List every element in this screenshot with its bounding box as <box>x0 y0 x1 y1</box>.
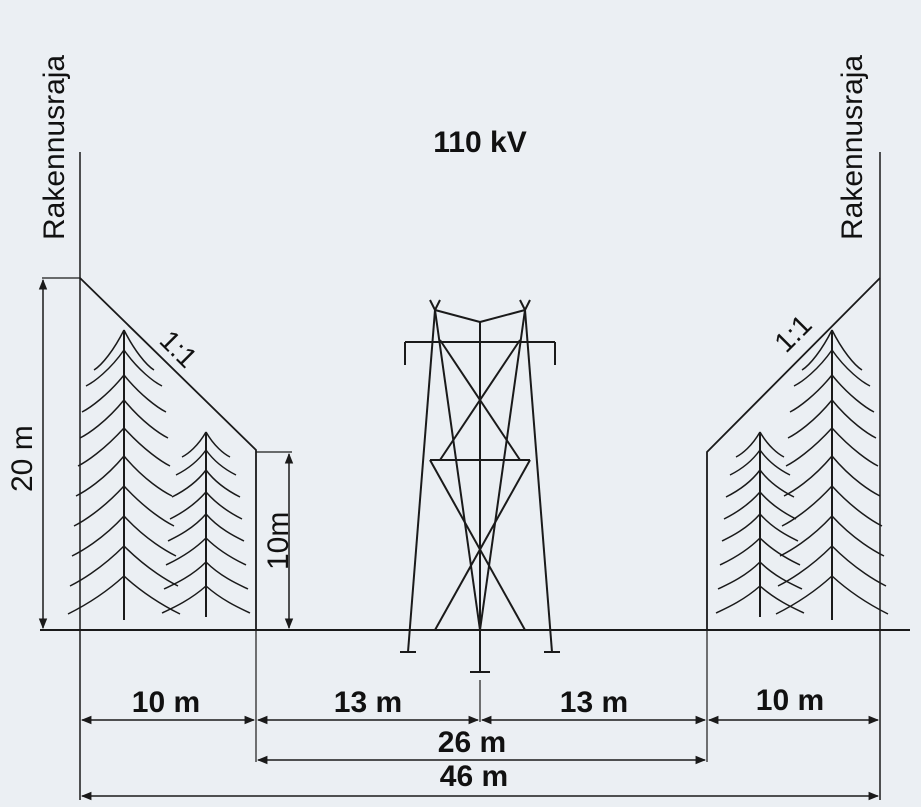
width-right-forest-label: 10 m <box>756 684 824 717</box>
tree-icon-right-tall <box>775 329 889 621</box>
tree-icon-left-small <box>161 431 251 618</box>
building-limit-label-left: Rakennusraja <box>38 55 71 240</box>
tree-icon-left-tall <box>67 329 181 621</box>
slope-label-left: 1:1 <box>154 324 203 373</box>
building-limit-label-right: Rakennusraja <box>836 55 869 240</box>
clearing-total-label: 26 m <box>438 726 506 759</box>
transmission-tower-icon <box>400 299 560 673</box>
width-left-forest-label: 10 m <box>132 686 200 719</box>
width-right-clear-label: 13 m <box>560 686 628 719</box>
clearance-profile-right <box>706 277 881 630</box>
height-20m-label: 20 m <box>6 425 39 492</box>
slope-label-right: 1:1 <box>768 309 817 358</box>
clearance-profile-left <box>79 277 257 630</box>
height-10m-label: 10m <box>262 512 295 570</box>
total-width-label: 46 m <box>440 760 508 793</box>
tree-icon-right-small <box>715 431 805 618</box>
width-left-clear-label: 13 m <box>334 686 402 719</box>
voltage-title: 110 kV <box>433 126 526 159</box>
